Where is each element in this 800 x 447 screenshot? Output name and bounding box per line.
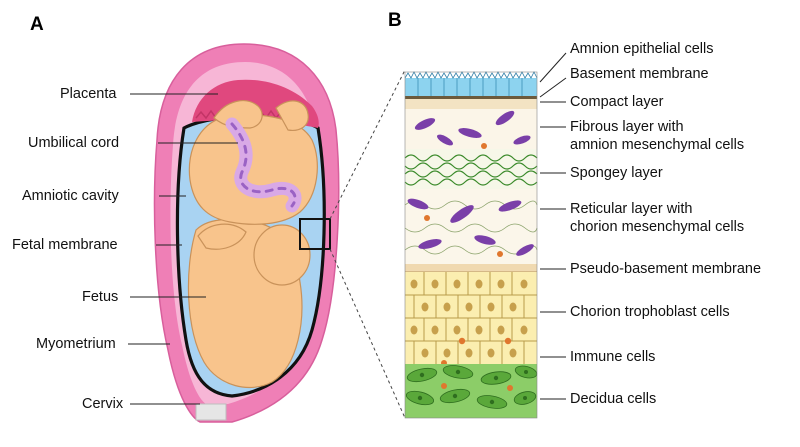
label-basement-membrane: Basement membrane	[570, 66, 709, 82]
spongy-layer-band	[405, 149, 537, 189]
zoom-guide-bottom	[329, 248, 406, 419]
label-decidua-cells: Decidua cells	[570, 391, 656, 407]
membrane-cross-section	[404, 71, 538, 419]
label-fibrous-layer-line2: amnion mesenchymal cells	[570, 137, 744, 153]
leader-basement-membrane	[539, 77, 567, 98]
uterus-illustration	[153, 43, 340, 423]
pseudo-basement-membrane-band	[405, 264, 537, 272]
label-amnion-epithelial-cells: Amnion epithelial cells	[570, 41, 713, 57]
zoom-guide-top	[329, 69, 406, 220]
label-compact-layer: Compact layer	[570, 94, 664, 110]
label-chorion-trophoblast-cells: Chorion trophoblast cells	[570, 304, 730, 320]
umbilical-cord	[225, 117, 302, 213]
label-placenta: Placenta	[60, 86, 117, 102]
compact-layer-band	[405, 99, 537, 109]
zoom-box	[299, 218, 331, 250]
label-fetal-membrane: Fetal membrane	[12, 237, 118, 253]
label-cervix: Cervix	[82, 396, 124, 412]
fetus	[187, 100, 318, 389]
panel-a-labels: Placenta Umbilical cord Amniotic cavity …	[12, 86, 238, 412]
label-pseudo-basement-membrane: Pseudo-basement membrane	[570, 261, 761, 277]
panel-a-letter: A	[30, 14, 44, 35]
label-fibrous-layer-line1: Fibrous layer with	[570, 119, 684, 135]
label-myometrium: Myometrium	[36, 336, 116, 352]
label-reticular-layer-line2: chorion mesenchymal cells	[570, 219, 744, 235]
trophoblast-cells	[405, 272, 537, 366]
chorion-mesenchymal-cells	[407, 198, 534, 256]
orange-nuclei	[424, 143, 503, 257]
cross-section-outline	[404, 71, 538, 419]
label-reticular-layer-line1: Reticular layer with	[570, 201, 693, 217]
panel-b-labels: Amnion epithelial cells Basement membran…	[539, 41, 761, 407]
panel-b-letter: B	[388, 10, 402, 31]
amnion-epithelium	[405, 78, 537, 96]
amnion-mesenchymal-cells	[414, 110, 531, 146]
basement-membrane-band	[405, 96, 537, 99]
leader-amnion-epithelial-cells	[539, 52, 567, 83]
label-amniotic-cavity: Amniotic cavity	[22, 188, 119, 204]
decidua-cells	[405, 364, 538, 418]
label-fetus: Fetus	[82, 289, 118, 305]
label-spongey-layer: Spongey layer	[570, 165, 663, 181]
label-umbilical-cord: Umbilical cord	[28, 135, 119, 151]
epithelial-cells	[404, 71, 538, 96]
spongy-fibers	[404, 154, 538, 186]
cervix	[195, 403, 227, 421]
label-immune-cells: Immune cells	[570, 349, 655, 365]
